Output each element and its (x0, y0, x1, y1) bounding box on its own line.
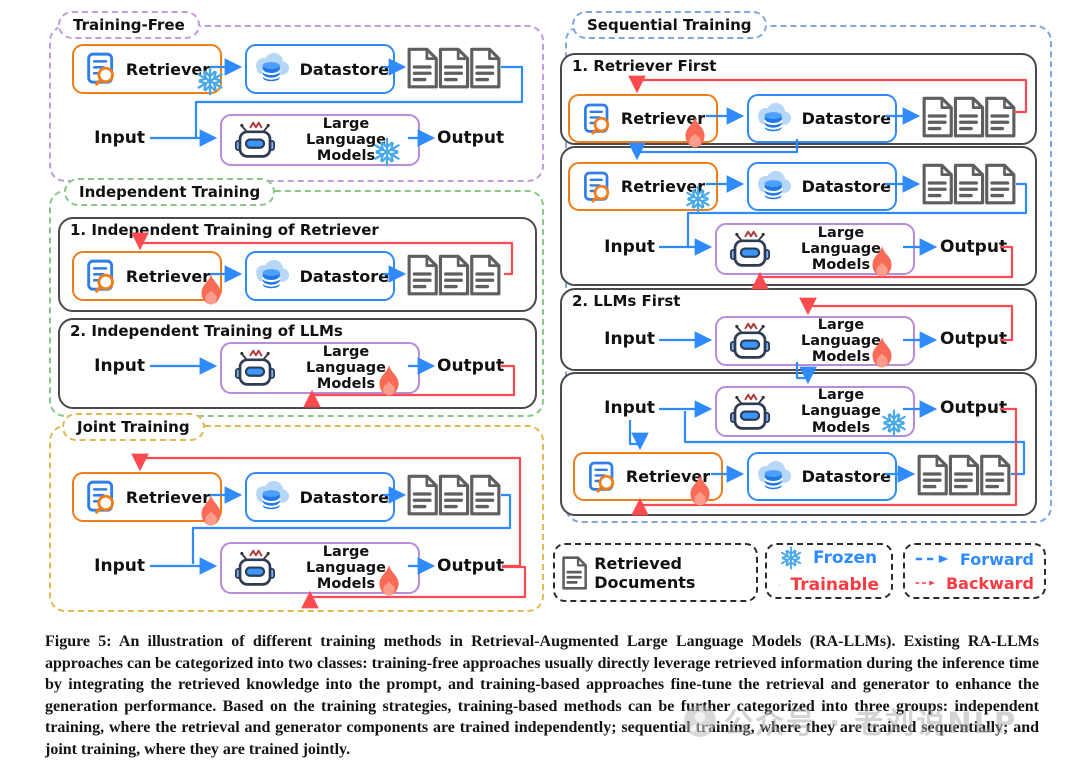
document-search-icon (86, 259, 115, 293)
flame-icon (872, 336, 892, 368)
input-label: Input (94, 556, 145, 576)
cloud-database-icon (255, 51, 291, 83)
legend-frozen-label: Frozen (813, 547, 878, 568)
document-search-icon (583, 170, 610, 203)
robot-icon (234, 549, 276, 586)
document-icon (562, 555, 588, 590)
datastore-box: Datastore (245, 44, 395, 94)
red-dashed-arrow-icon (915, 580, 936, 586)
cloud-database-icon (255, 258, 291, 290)
flame-icon (201, 494, 221, 526)
input-label: Input (604, 237, 655, 257)
robot-icon (729, 392, 771, 430)
flame-icon (379, 564, 399, 596)
input-label: Input (94, 128, 145, 148)
legend-retrieved-documents: Retrieved Documents (553, 543, 758, 602)
document-stack-icon (406, 471, 502, 517)
legend-retrieved-documents-label: Retrieved Documents (594, 553, 696, 592)
cloud-database-icon (255, 479, 291, 511)
snowflake-icon (684, 185, 712, 213)
independent-sub1-label: 1. Independent Training of Retriever (70, 221, 379, 239)
panel-title-training-free: Training-Free (58, 11, 200, 39)
independent-sub2-label: 2. Independent Training of LLMs (70, 322, 343, 340)
datastore-box: Datastore (747, 94, 897, 143)
document-stack-icon (921, 93, 1017, 139)
document-search-icon (588, 460, 615, 493)
blue-dashed-arrow-icon (915, 555, 949, 563)
flame-icon (872, 245, 892, 277)
output-label: Output (940, 329, 1008, 349)
panel-title-joint: Joint Training (62, 413, 205, 441)
document-stack-icon (916, 451, 1012, 497)
output-label: Output (940, 398, 1008, 418)
sequential-sub1-label: 1. Retriever First (572, 57, 717, 75)
document-search-icon (86, 480, 115, 514)
avatar-icon (684, 705, 716, 737)
output-label: Output (437, 128, 505, 148)
document-search-icon (583, 102, 610, 135)
robot-icon (729, 322, 771, 359)
cloud-database-icon (757, 169, 793, 200)
document-stack-icon (921, 160, 1017, 206)
snowflake-icon (195, 66, 225, 96)
legend-frozen-trainable: Frozen Trainable (765, 543, 893, 599)
retriever-label: Retriever (125, 59, 211, 79)
figure-caption: Figure 5: An illustration of different t… (45, 633, 1039, 758)
output-label: Output (940, 237, 1008, 257)
input-label: Input (94, 356, 145, 376)
robot-icon (234, 349, 276, 386)
flame-icon (690, 474, 710, 506)
flame-icon (379, 364, 399, 396)
robot-icon (234, 121, 276, 158)
input-label: Input (604, 398, 655, 418)
datastore-label: Datastore (299, 59, 389, 79)
watermark: 公众号 · 老刘说NLP (684, 700, 1017, 742)
legend-forward-backward: Forward Backward (903, 543, 1046, 599)
datastore-box: Datastore (245, 251, 395, 301)
flame-icon (779, 583, 781, 586)
cloud-database-icon (757, 459, 793, 490)
flame-icon (685, 116, 705, 148)
datastore-box: Datastore (245, 472, 395, 522)
panel-title-sequential: Sequential Training (572, 11, 767, 39)
sequential-sub2-label: 2. LLMs First (572, 292, 681, 310)
document-stack-icon (406, 44, 502, 90)
input-label: Input (604, 329, 655, 349)
snowflake-icon (372, 137, 402, 167)
legend-backward-label: Backward (945, 573, 1034, 593)
legend-trainable-label: Trainable (790, 574, 879, 595)
datastore-box: Datastore (747, 452, 897, 501)
legend-forward-label: Forward (959, 549, 1034, 569)
flame-icon (201, 273, 221, 305)
document-stack-icon (406, 251, 502, 297)
watermark-text: 公众号 · 老刘说NLP (724, 706, 1018, 740)
cloud-database-icon (757, 101, 793, 132)
robot-icon (729, 230, 771, 267)
document-search-icon (86, 52, 115, 86)
output-label: Output (437, 556, 505, 576)
output-label: Output (437, 356, 505, 376)
panel-title-independent: Independent Training (64, 178, 276, 206)
snowflake-icon (779, 545, 803, 570)
datastore-box: Datastore (747, 162, 897, 211)
snowflake-icon (880, 409, 908, 437)
